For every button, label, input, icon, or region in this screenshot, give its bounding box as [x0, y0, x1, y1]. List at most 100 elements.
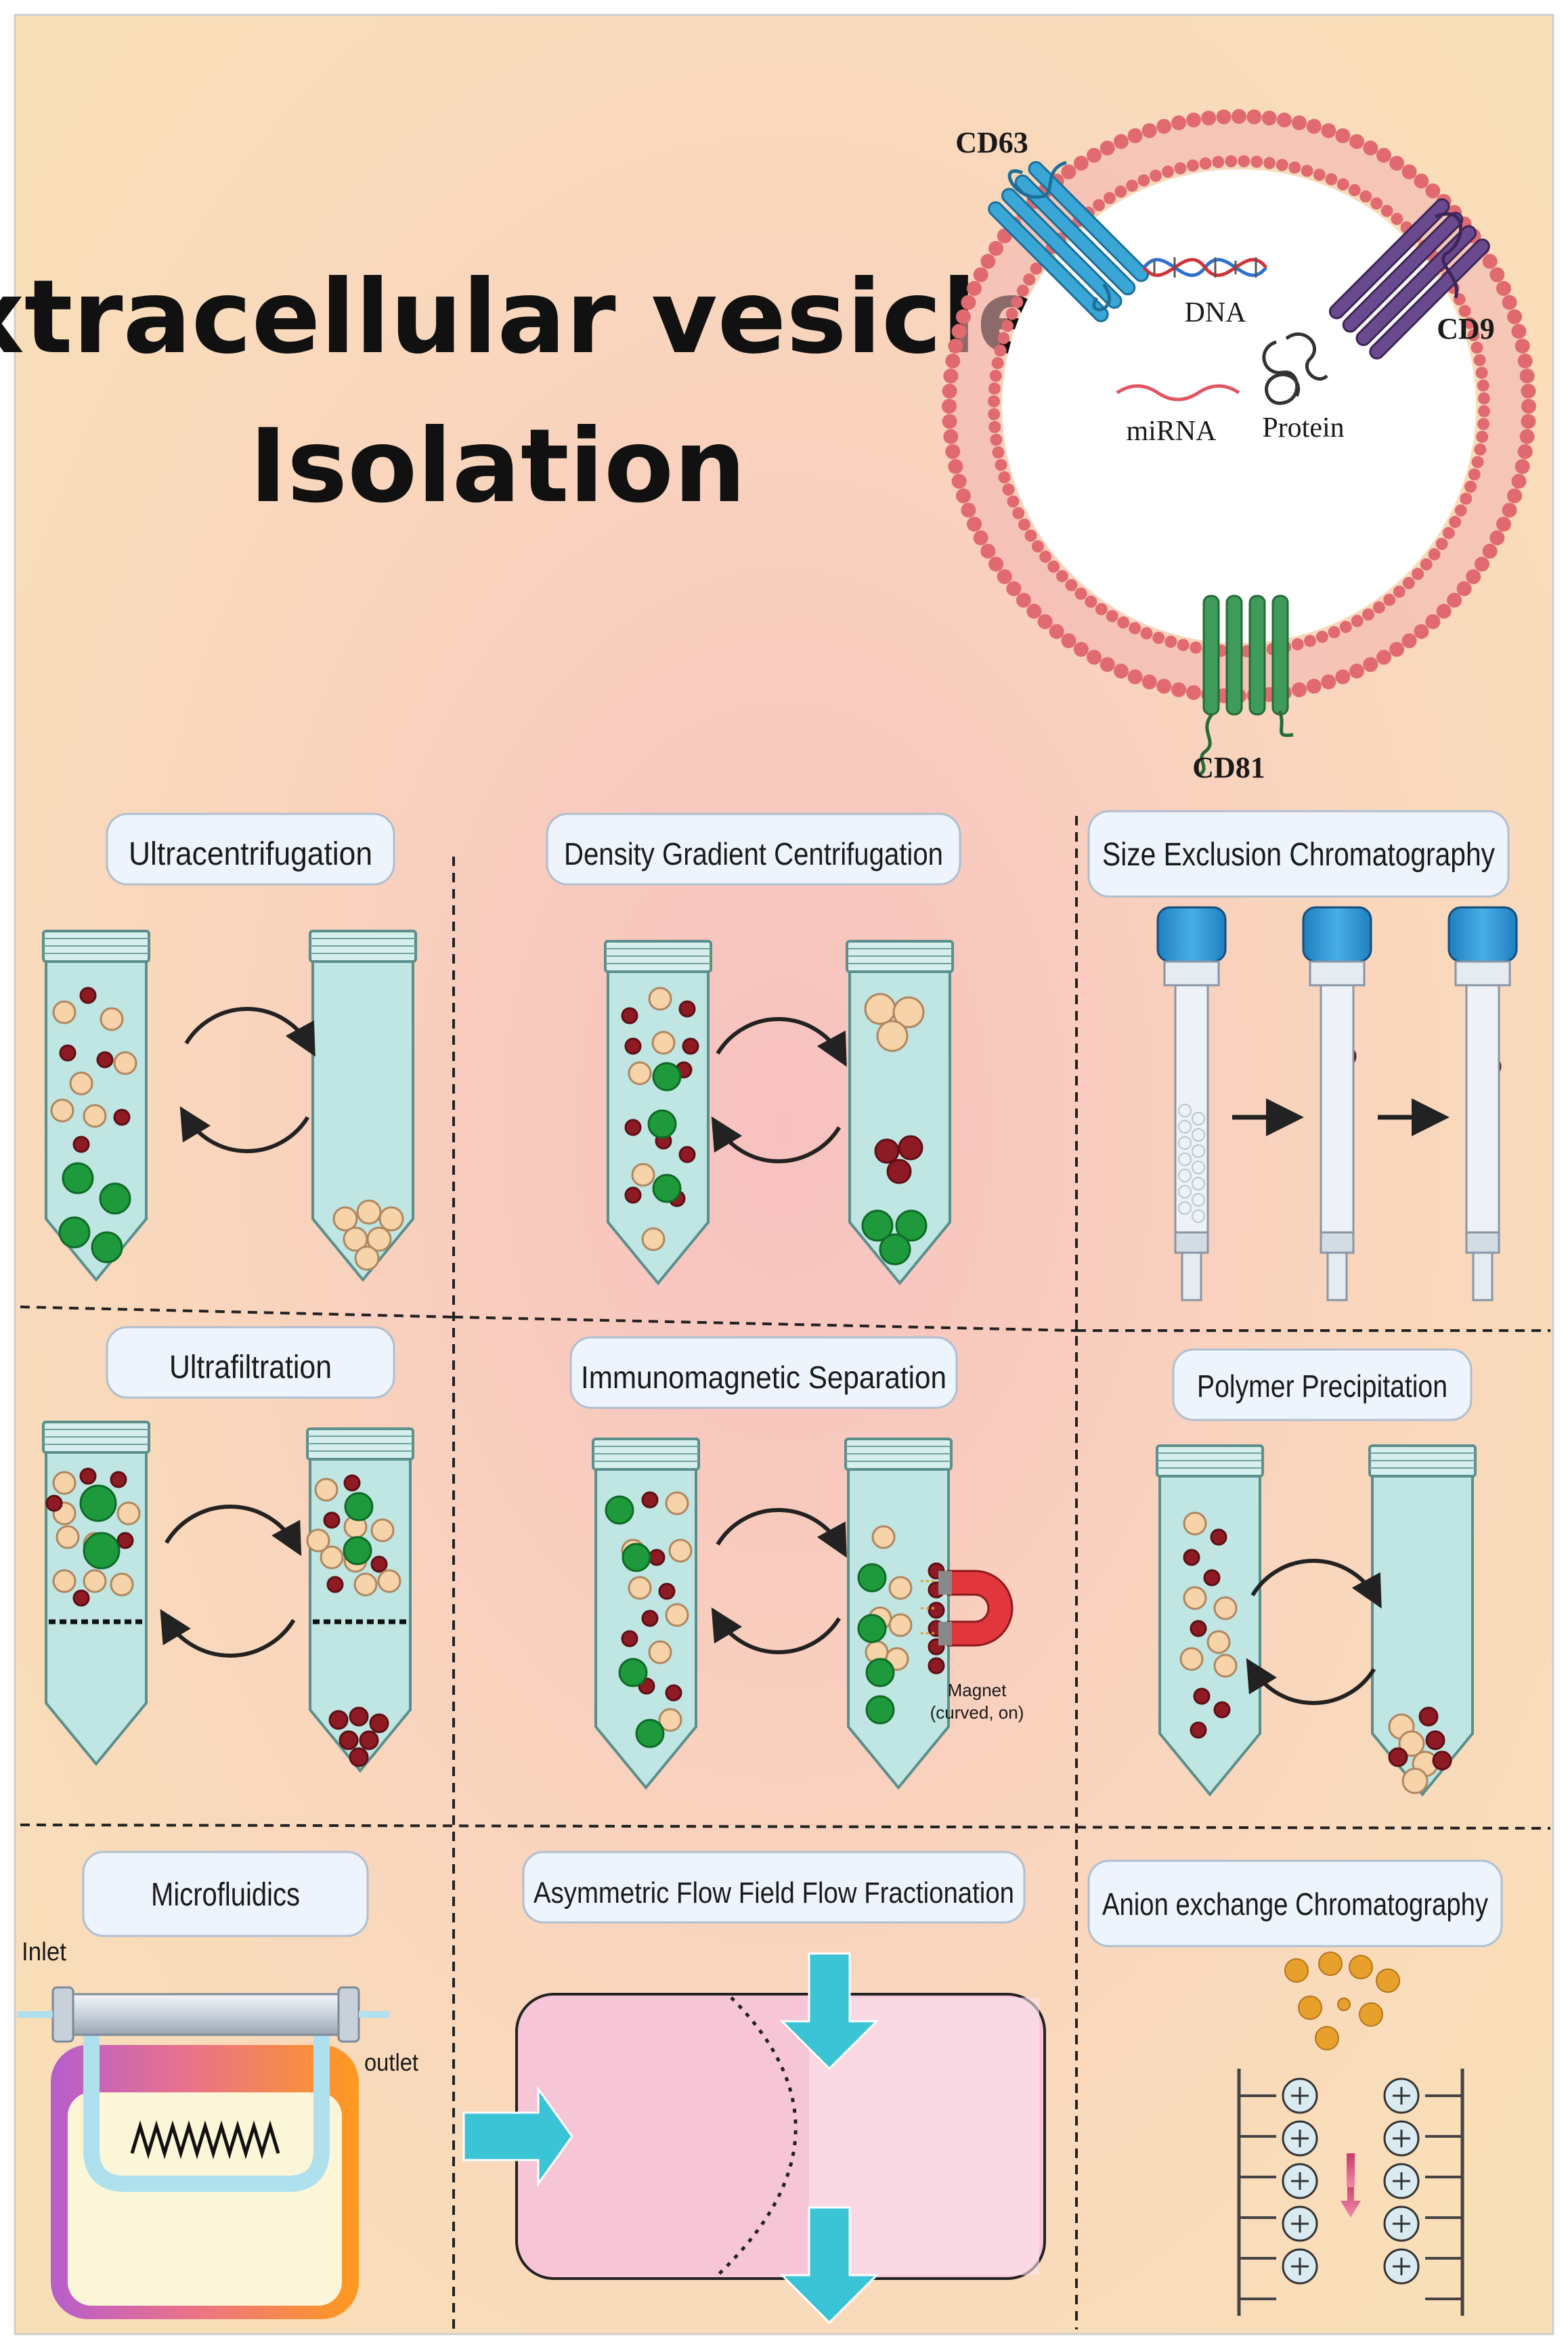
protein-particle: [370, 1555, 388, 1573]
lipid-head: [995, 458, 1007, 471]
cycle-arrow: [711, 1607, 842, 1654]
lipid-head: [1473, 353, 1486, 366]
lipid-head: [1436, 603, 1452, 619]
lipid-head: [1037, 614, 1053, 630]
lipid-head: [1315, 630, 1328, 643]
cycle-arrow: [1246, 1658, 1376, 1705]
extracellular-vesicle-particle: [1183, 1586, 1207, 1610]
lipid-head: [980, 544, 996, 559]
immunomagnetic-title: Immunomagnetic Separation: [581, 1360, 946, 1395]
anion-particle: [1376, 1968, 1400, 1993]
lipid-head: [1496, 517, 1511, 532]
elution-arrow-shaft: [1347, 2153, 1355, 2187]
protein-particle: [1425, 1730, 1445, 1750]
lipid-head: [1276, 112, 1292, 128]
extracellular-vesicle-particle: [668, 1538, 693, 1563]
extracellular-vesicle-particle: [1206, 1630, 1231, 1654]
protein-particle: [326, 1576, 344, 1593]
extracellular-vesicle-particle: [1213, 1596, 1238, 1620]
lipid-head: [1049, 624, 1064, 639]
lipid-head: [1515, 458, 1530, 474]
lipid-head: [1517, 444, 1533, 459]
protein-particle: [648, 1549, 666, 1566]
resin-bead: [1178, 1104, 1192, 1117]
column-tip: [1326, 1251, 1348, 1301]
lipid-head: [1328, 626, 1341, 639]
lipid-head: [1474, 443, 1487, 456]
large-vesicle-particle: [344, 1492, 374, 1522]
protein-particle: [928, 1657, 945, 1675]
large-vesicle-particle: [622, 1543, 651, 1572]
lipid-head: [1359, 190, 1372, 203]
lipid-head: [1141, 674, 1157, 690]
large-vesicle-particle: [652, 1173, 682, 1203]
lipid-head: [1306, 678, 1322, 694]
lipid-head: [997, 569, 1012, 584]
cd63-tetraspanin: [988, 160, 1150, 322]
lipid-head: [1291, 115, 1307, 131]
large-vesicle-particle: [857, 1563, 887, 1593]
large-vesicle-particle: [83, 1532, 121, 1570]
lipid-head: [1129, 622, 1141, 634]
large-vesicle-particle: [652, 1062, 682, 1092]
lipid-head: [988, 557, 1004, 572]
lipid-head: [1507, 309, 1523, 324]
lipid-head: [1061, 164, 1076, 179]
extracellular-vesicle-particle: [631, 1163, 655, 1187]
lipid-head: [1428, 548, 1441, 561]
lipid-head: [1016, 592, 1031, 608]
lipid-head: [942, 383, 957, 399]
lipid-head: [1238, 155, 1250, 168]
large-vesicle-particle: [635, 1719, 665, 1748]
sec-column-3: [1447, 906, 1518, 1301]
lipid-head: [1389, 156, 1405, 171]
lipid-head: [1055, 569, 1068, 582]
protein-particle: [624, 1037, 642, 1055]
protein-particle: [45, 1494, 63, 1512]
lipid-head: [1466, 569, 1481, 584]
lipid-head: [1085, 595, 1097, 608]
large-vesicle-particle: [79, 1484, 117, 1522]
lipid-head: [1232, 109, 1246, 124]
lipid-head: [1276, 158, 1288, 171]
column-cap: [1302, 906, 1372, 963]
title-line-1: Extracellular vesicles: [0, 259, 1106, 376]
lipid-head: [1171, 682, 1187, 697]
magnet-label-sub: (curved, on): [930, 1702, 1024, 1723]
magnet-icon: [921, 1570, 1014, 1647]
lipid-head: [1016, 284, 1029, 297]
lipid-head: [988, 408, 1001, 421]
extracellular-vesicle-particle: [377, 1569, 401, 1593]
lipid-head: [1482, 544, 1498, 559]
protein-particle: [369, 1713, 389, 1733]
lipid-head: [1127, 669, 1143, 685]
large-vesicle-particle: [91, 1231, 123, 1264]
extracellular-vesicle-particle: [56, 1525, 80, 1549]
extracellular-vesicle-particle: [356, 1199, 382, 1225]
cycle-arrow: [711, 1116, 842, 1163]
lipid-head: [1321, 123, 1336, 138]
extracellular-vesicle-particle: [658, 1708, 682, 1732]
lipid-head: [1420, 558, 1433, 571]
lipid-head: [1401, 633, 1417, 649]
resin-bead: [1192, 1209, 1205, 1223]
lipid-head: [1517, 353, 1533, 369]
tube-uc-after: [309, 930, 417, 1283]
lipid-head: [1389, 641, 1405, 657]
lipid-head: [943, 368, 959, 384]
tube-pp-before: [1156, 1444, 1264, 1797]
lipid-head: [1103, 192, 1116, 204]
lipid-head: [1263, 156, 1276, 169]
lipid-head: [1199, 157, 1212, 170]
lipid-head: [1288, 161, 1301, 174]
extracellular-vesicle-particle: [314, 1478, 339, 1502]
lipid-head: [1171, 115, 1187, 131]
column-tube: [1320, 984, 1355, 1254]
column-neck: [1309, 960, 1366, 987]
microfluidic-chip: [17, 1986, 389, 2319]
elution-arrow: [1341, 2180, 1361, 2218]
extracellular-vesicle-particle: [665, 1491, 689, 1515]
magnet-label: Magnet: [948, 1680, 1007, 1700]
extracellular-vesicle-particle: [648, 987, 672, 1011]
